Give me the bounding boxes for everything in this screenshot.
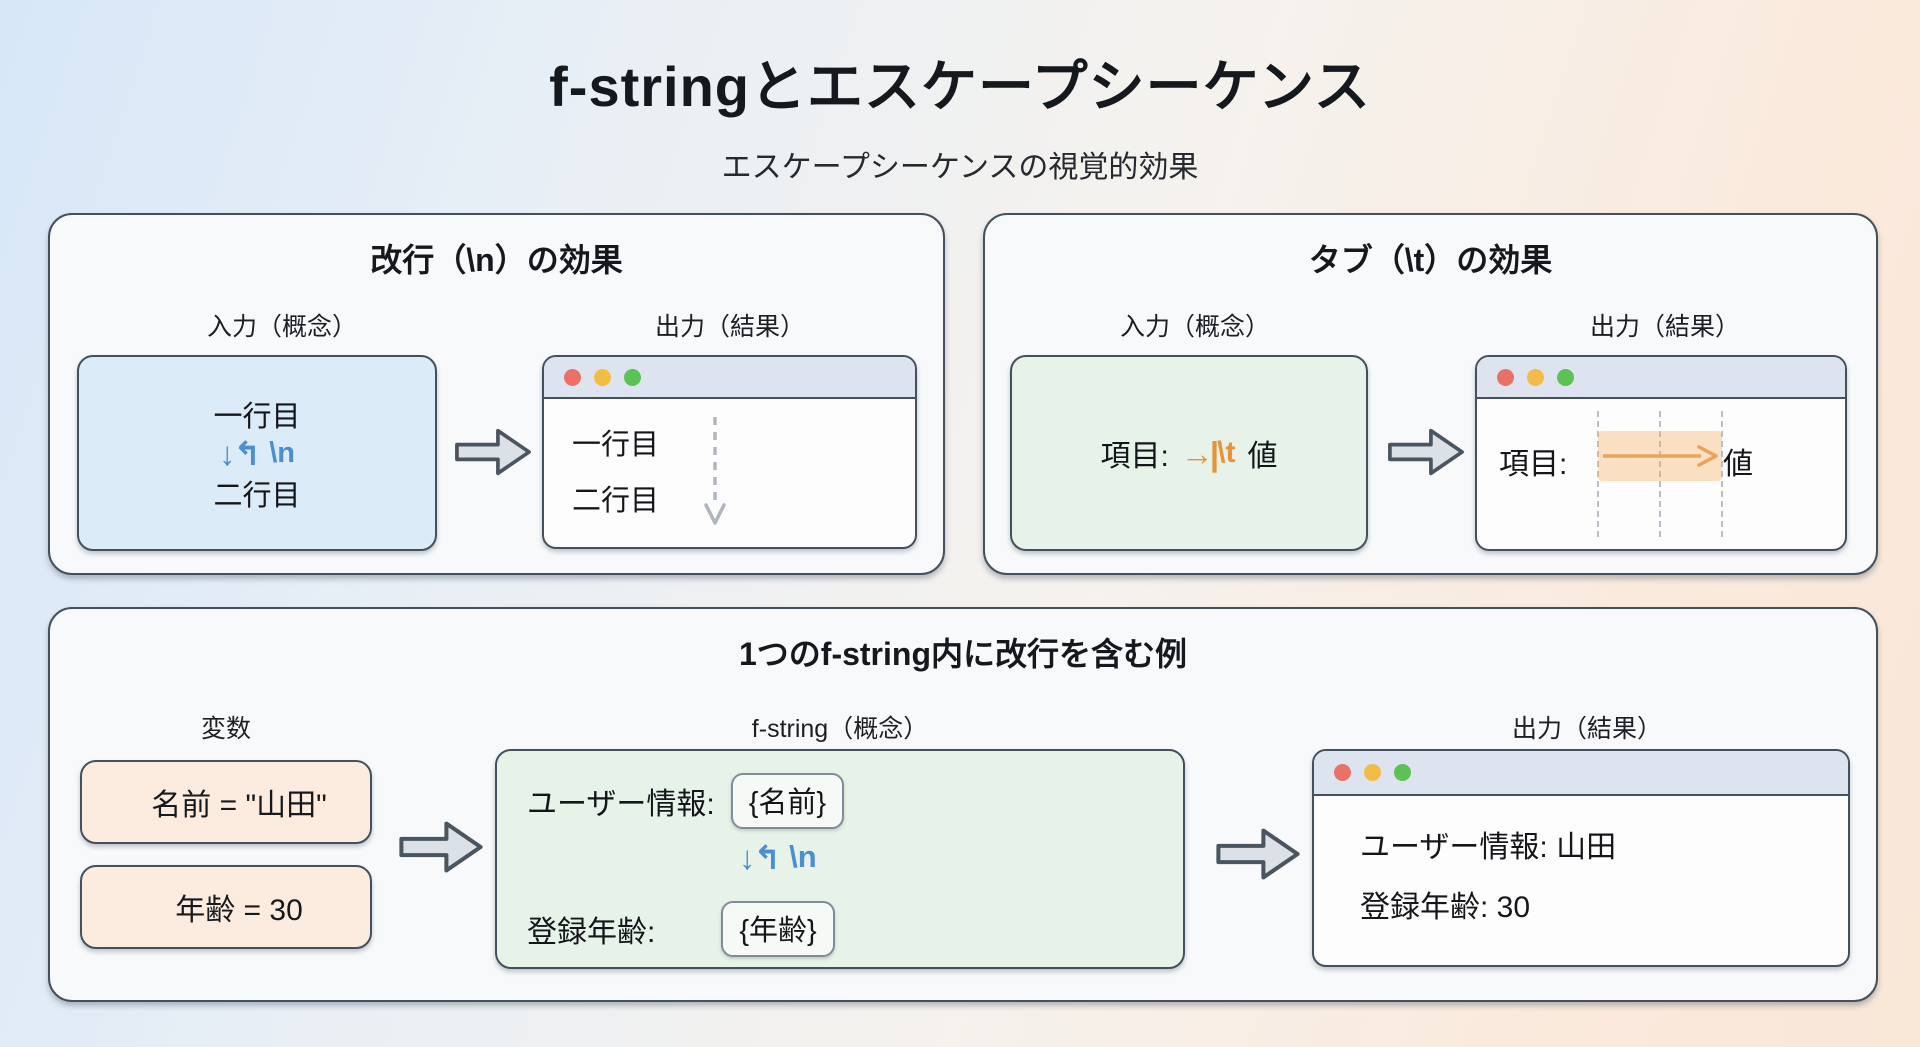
flow-arrow-icon [455, 428, 531, 476]
variable-box-name: 名前 = "山田" [80, 760, 372, 844]
tab-input-item-label: 項目: [1100, 440, 1169, 473]
tab-escape-text: \t [1217, 436, 1236, 469]
panel-fstring-example: 1つのf-string内に改行を含む例 変数 f-string（概念） 出力（結… [48, 607, 1878, 1002]
window-close-dot-icon [564, 368, 581, 386]
window-minimize-dot-icon [594, 368, 611, 386]
tab-input-value-label: 値 [1247, 440, 1278, 473]
fstring-output-line1: ユーザー情報: 山田 [1360, 831, 1617, 864]
window-titlebar [1314, 751, 1848, 796]
flow-arrow-icon [1216, 828, 1300, 880]
newline-output-line2: 二行目 [572, 485, 660, 517]
window-close-dot-icon [1334, 764, 1351, 781]
window-zoom-dot-icon [624, 368, 641, 386]
tab-input-label: 入力（概念） [1119, 313, 1271, 341]
variable-box-age: 年齢 = 30 [80, 865, 372, 949]
tab-output-value-label: 値 [1723, 448, 1753, 481]
panel-tab-effect: タブ（\t）の効果 入力（概念） 出力（結果） 項目: →| \t 値 [983, 213, 1878, 575]
tab-to-stop-icon: →| [1180, 434, 1219, 472]
window-zoom-dot-icon [1557, 368, 1574, 386]
panel-newline-effect: 改行（\n）の効果 入力（概念） 出力（結果） 一行目 ↓↰ \n 二行目 一行… [48, 213, 945, 575]
window-zoom-dot-icon [1394, 764, 1411, 781]
tab-input-box: 項目: →| \t 値 [1010, 355, 1368, 551]
tab-expansion-arrow-icon [1603, 445, 1718, 467]
window-minimize-dot-icon [1364, 764, 1381, 781]
flow-arrow-icon [399, 821, 483, 873]
newline-return-icon: ↓↰ [739, 838, 781, 876]
fstring-row1-label: ユーザー情報: [527, 788, 715, 821]
tab-stop-guide [1659, 411, 1661, 537]
tab-output-label: 出力（結果） [1589, 313, 1741, 341]
page-title: f-stringとエスケープシーケンス [549, 55, 1371, 118]
newline-symbol-row: ↓↰ \n [219, 437, 295, 470]
newline-input-line1: 一行目 [213, 400, 301, 433]
window-close-dot-icon [1497, 368, 1514, 386]
tab-stop-guide [1597, 411, 1599, 537]
newline-output-window: 一行目 二行目 [542, 355, 917, 549]
tab-symbol-row: →| \t [1181, 436, 1236, 470]
fstring-vars-label: 変数 [200, 715, 252, 743]
fstring-name-placeholder-chip: {名前} [730, 773, 845, 829]
fstring-concept-label: f-string（概念） [751, 715, 929, 743]
window-titlebar [1477, 357, 1845, 399]
fstring-output-window: ユーザー情報: 山田 登録年齢: 30 [1312, 749, 1850, 967]
newline-escape-text: \n [269, 436, 295, 469]
panel-tab-title: タブ（\t）の効果 [1308, 242, 1553, 278]
page-subtitle: エスケープシーケンスの視覚的効果 [721, 151, 1199, 184]
newline-output-label: 出力（結果） [654, 313, 806, 341]
panel-newline-title: 改行（\n）の効果 [370, 242, 623, 278]
window-minimize-dot-icon [1527, 368, 1544, 386]
fstring-concept-box: ユーザー情報: {名前} ↓↰ \n 登録年齢: {年齢} [495, 749, 1185, 969]
tab-stop-guide [1721, 411, 1723, 537]
fstring-output-line2: 登録年齢: 30 [1360, 891, 1531, 924]
newline-return-icon: ↓↰ [219, 434, 261, 472]
fstring-output-label: 出力（結果） [1511, 715, 1663, 743]
fstring-newline-row: ↓↰ \n [739, 839, 817, 875]
newline-input-box: 一行目 ↓↰ \n 二行目 [77, 355, 437, 551]
window-titlebar [544, 357, 915, 399]
newline-output-line1: 一行目 [572, 429, 660, 461]
newline-escape-text: \n [789, 839, 817, 874]
tab-output-window: 項目: 値 [1475, 355, 1847, 551]
flow-arrow-icon [1388, 428, 1464, 476]
variable-name-text: 名前 = "山田" [151, 789, 327, 822]
variable-age-text: 年齢 = 30 [175, 894, 303, 927]
panel-fstring-title: 1つのf-string内に改行を含む例 [738, 636, 1187, 672]
newline-flow-down-arrow-icon [704, 417, 726, 525]
fstring-age-placeholder-chip: {年齢} [721, 901, 835, 957]
newline-input-label: 入力（概念） [206, 313, 358, 341]
tab-output-item-label: 項目: [1499, 448, 1568, 481]
fstring-row2-label: 登録年齢: [527, 916, 656, 949]
newline-input-line2: 二行目 [213, 479, 301, 512]
